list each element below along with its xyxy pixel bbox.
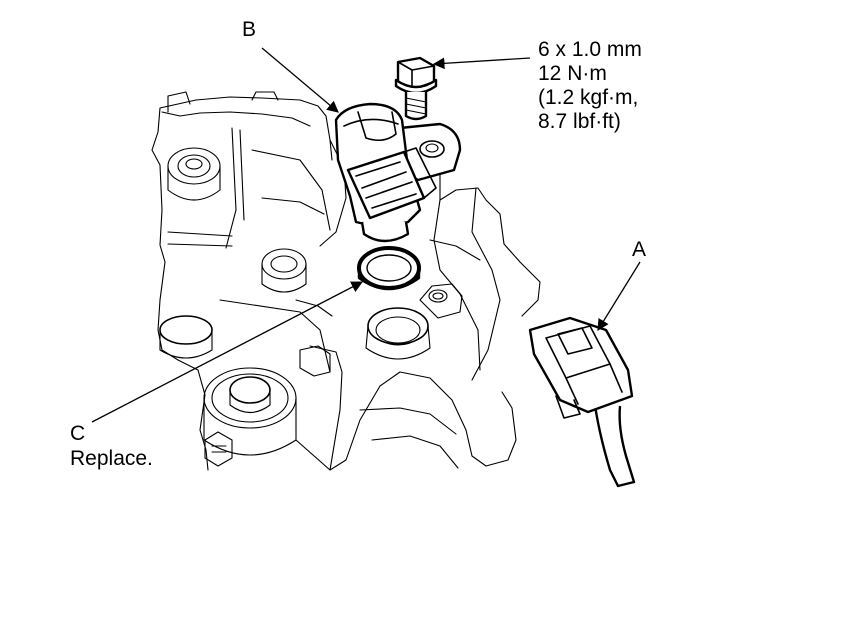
label-c: C [70, 422, 85, 445]
label-c-note: Replace. [70, 447, 153, 470]
speed-sensor [334, 102, 462, 243]
leader-b [261, 47, 339, 113]
leader-c [91, 281, 364, 423]
label-b: B [242, 18, 256, 41]
harness-connector [528, 316, 636, 488]
bolt-size: 6 x 1.0 mm [538, 38, 642, 61]
bolt-torque-nm: 12 N·m [538, 62, 607, 85]
leader-bolt [432, 57, 531, 70]
bolt-torque-lbfft: 8.7 lbf·ft) [538, 110, 621, 133]
leader-a [597, 261, 641, 331]
mounting-bolt [394, 56, 438, 121]
o-ring [357, 246, 421, 291]
leader-lines [91, 47, 641, 423]
label-a: A [632, 238, 646, 261]
bolt-torque-kgfm: (1.2 kgf·m, [538, 86, 638, 109]
transmission-housing [151, 91, 541, 471]
